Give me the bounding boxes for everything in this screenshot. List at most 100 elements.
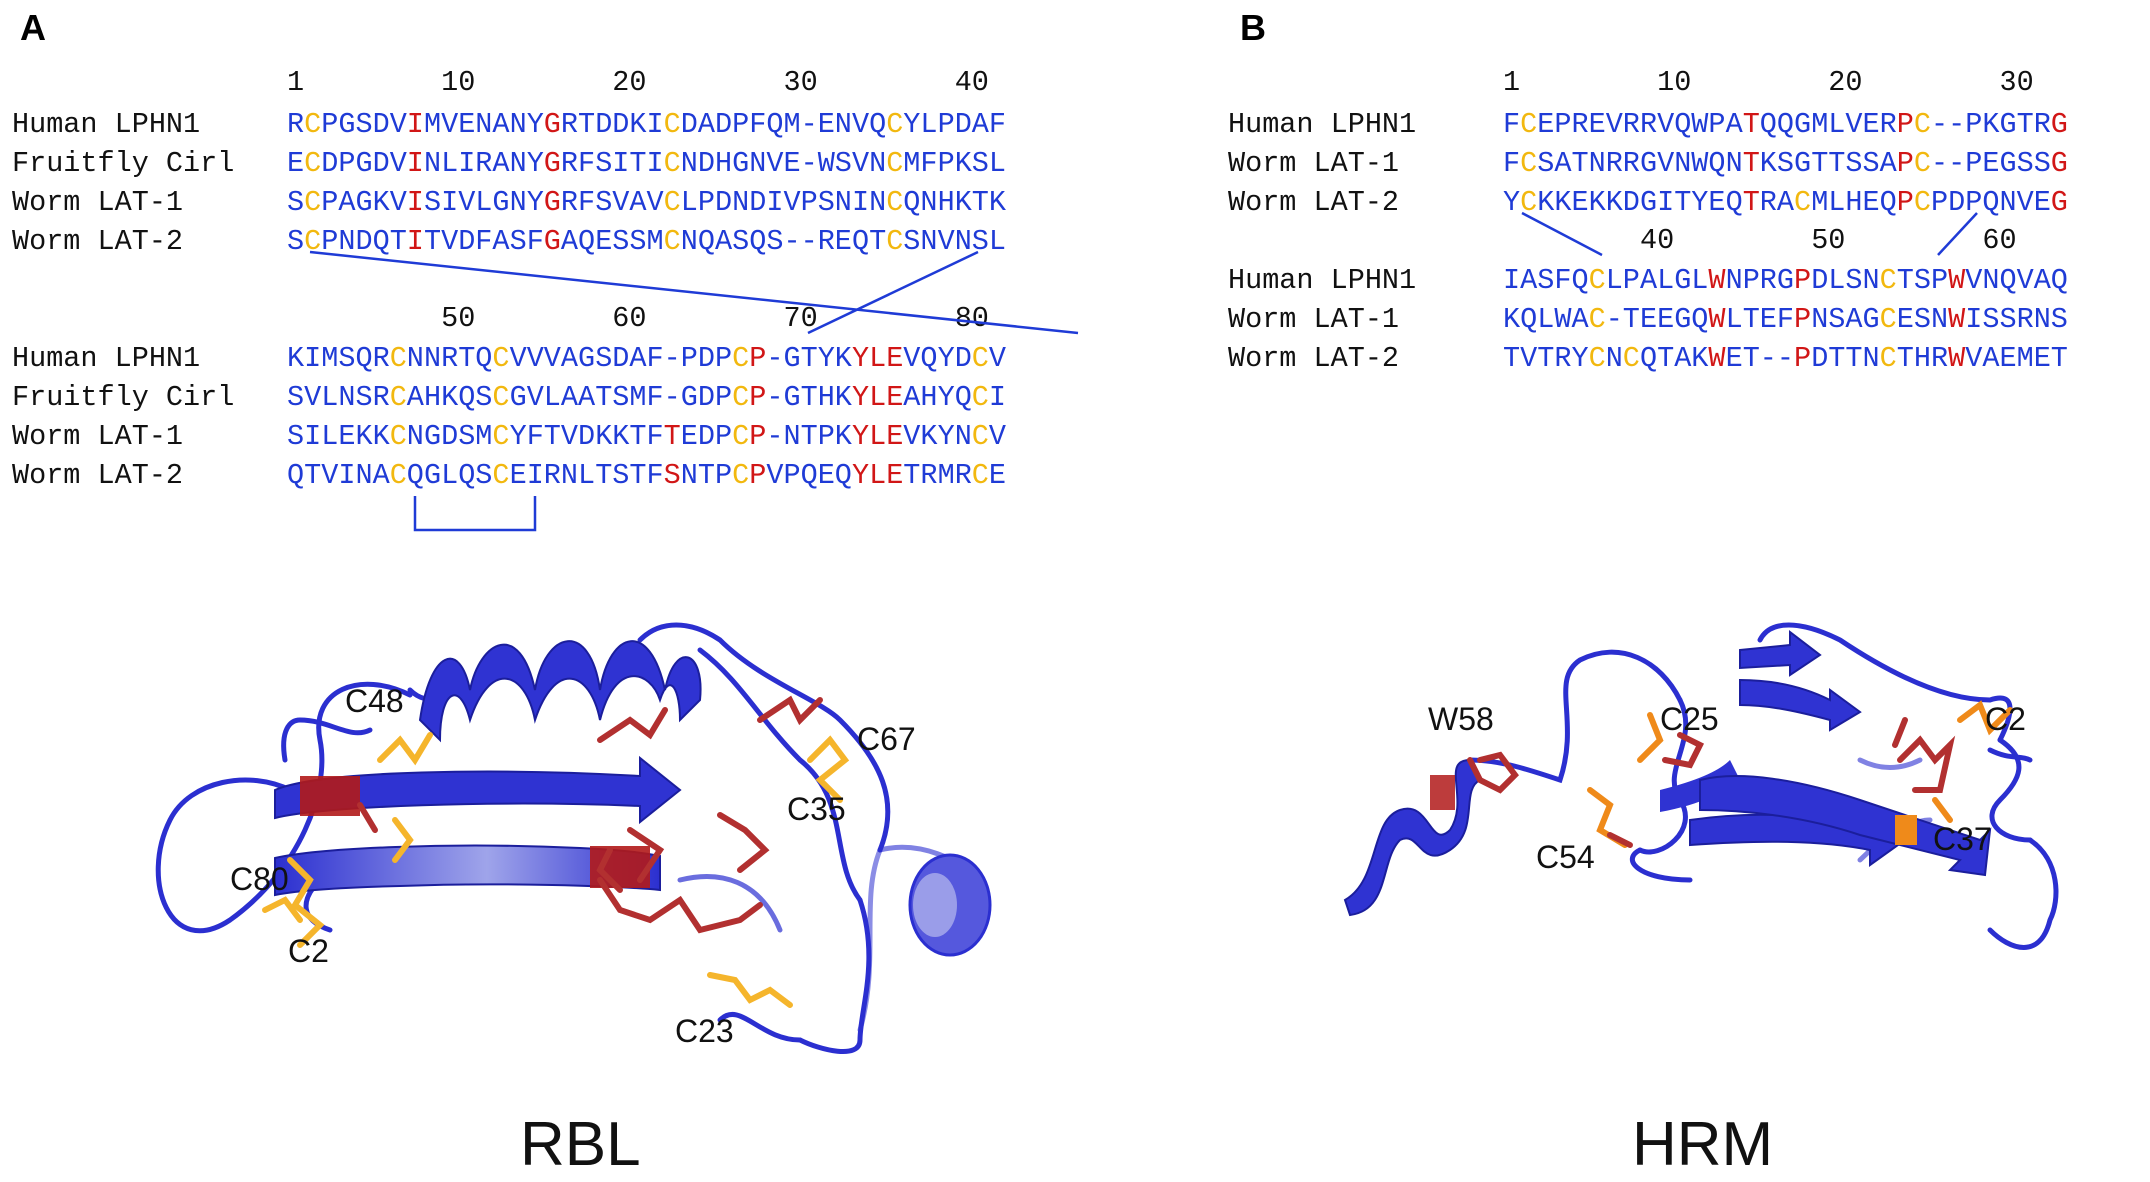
position-number: 50: [1811, 224, 1845, 257]
residue: R: [373, 342, 390, 375]
position-number: 10: [1657, 66, 1691, 99]
residue: E: [458, 108, 475, 141]
residue: S: [475, 459, 492, 492]
residue: N: [338, 381, 355, 414]
residue: W: [1708, 342, 1726, 375]
residue: C: [304, 147, 321, 180]
residue: N: [424, 147, 441, 180]
residue: R: [1623, 108, 1640, 141]
residue: S: [1537, 264, 1554, 297]
residue: T: [1623, 303, 1640, 336]
residue: -: [766, 420, 783, 453]
residue: C: [492, 459, 509, 492]
sequence-name: Worm LAT-2: [12, 225, 183, 258]
residue: S: [818, 186, 835, 219]
residue: Y: [1572, 342, 1589, 375]
residue: L: [869, 342, 886, 375]
sequence-residues: QTVINACQGLQSCEIRNLTSTFSNTPCPVPQEQYLETRMR…: [287, 459, 1006, 492]
residue: G: [544, 108, 561, 141]
residue: F: [749, 108, 766, 141]
residue: R: [1760, 264, 1777, 297]
residue: V: [852, 147, 869, 180]
residue: K: [356, 420, 374, 453]
disulfide-c2-c80: [309, 250, 1079, 335]
residue: S: [2000, 303, 2017, 336]
residue: E: [835, 225, 852, 258]
residue: G: [2051, 147, 2068, 180]
residue: D: [321, 147, 338, 180]
label-c37: C37: [1933, 821, 1992, 857]
position-number: 60: [1982, 224, 2016, 257]
residue: V: [766, 147, 783, 180]
residue: E: [1760, 303, 1777, 336]
residue: A: [629, 186, 647, 219]
residue: V: [390, 147, 407, 180]
residue: P: [732, 108, 749, 141]
residue: Q: [920, 342, 937, 375]
residue: V: [1965, 342, 1982, 375]
caption-rbl: RBL: [520, 1110, 641, 1179]
residue: F: [647, 342, 664, 375]
residue: L: [1537, 303, 1554, 336]
residue: Q: [766, 108, 783, 141]
residue: V: [1657, 147, 1674, 180]
residue: G: [784, 342, 801, 375]
residue: K: [955, 147, 973, 180]
residue: F: [647, 381, 664, 414]
residue: C: [664, 108, 681, 141]
residue: W: [1948, 342, 1966, 375]
residue: F: [1777, 303, 1794, 336]
residue: C: [304, 225, 321, 258]
residue: G: [578, 342, 595, 375]
residue: A: [1845, 303, 1863, 336]
residue: Q: [1760, 108, 1777, 141]
residue: T: [1828, 147, 1845, 180]
residue: G: [338, 108, 355, 141]
residue: L: [869, 459, 886, 492]
residue: C: [304, 186, 321, 219]
disulfide-c25-c53: [1937, 212, 1978, 256]
rbl-coil: [155, 622, 983, 1055]
residue: S: [1845, 264, 1862, 297]
residue: A: [1572, 303, 1590, 336]
residue: S: [475, 381, 492, 414]
sequence-name: Human LPHN1: [1228, 264, 1416, 297]
residue: H: [818, 381, 835, 414]
residue: K: [595, 420, 613, 453]
residue: C: [732, 459, 749, 492]
residue: T: [972, 186, 989, 219]
residue: A: [407, 381, 425, 414]
residue: E: [1640, 303, 1657, 336]
residue: A: [561, 342, 579, 375]
residue: D: [612, 342, 629, 375]
residue: L: [1606, 264, 1623, 297]
residue: Y: [818, 342, 835, 375]
residue: R: [1640, 108, 1657, 141]
residue: V: [612, 186, 629, 219]
residue: Y: [852, 420, 869, 453]
residue: A: [338, 186, 356, 219]
residue: D: [441, 420, 458, 453]
residue: P: [698, 186, 715, 219]
residue: T: [629, 459, 646, 492]
residue: L: [544, 381, 561, 414]
residue: W: [818, 147, 836, 180]
residue: P: [321, 108, 338, 141]
residue: T: [595, 381, 612, 414]
residue: D: [1811, 342, 1828, 375]
residue: K: [1589, 186, 1607, 219]
residue: N: [424, 342, 441, 375]
residue: P: [1931, 186, 1948, 219]
residue: G: [492, 186, 509, 219]
residue: G: [544, 147, 561, 180]
residue: K: [373, 420, 391, 453]
residue: V: [390, 186, 407, 219]
residue: V: [321, 459, 338, 492]
sequence-residues: RCPGSDVIMVENANYGRTDDKICDADPFQM-ENVQCYLPD…: [287, 108, 1006, 141]
residue: W: [1948, 303, 1966, 336]
sequence-name: Worm LAT-1: [12, 420, 183, 453]
residue: K: [835, 381, 853, 414]
residue: Y: [938, 342, 955, 375]
residue: -: [801, 147, 818, 180]
